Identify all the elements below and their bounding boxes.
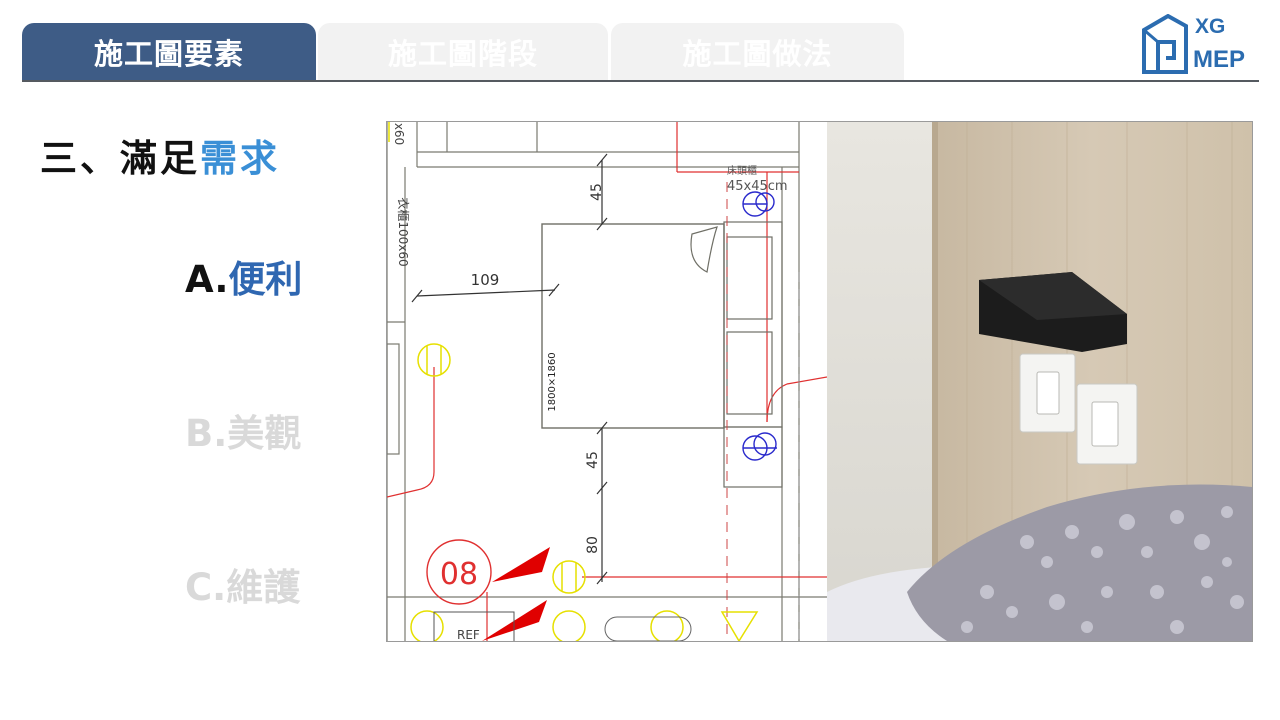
power-outlet-icon: [1036, 371, 1060, 415]
bedside-size-label: 45x45cm: [727, 179, 788, 194]
tag-circle: [426, 539, 492, 605]
pillow: [907, 484, 1252, 641]
dimension-lines: [411, 153, 608, 585]
pillow-fold: [690, 226, 718, 273]
house-logo-icon: [1142, 13, 1188, 74]
dimension-left: 109: [471, 271, 500, 289]
item-maintenance-label: 維護: [226, 566, 301, 609]
section-heading: 三、滿足需求: [40, 128, 280, 182]
item-convenience-label: 便利: [228, 258, 303, 301]
logo-text-xg: XG: [1195, 15, 1226, 38]
section-heading-prefix: 三、滿足: [40, 137, 200, 180]
item-convenience-prefix: A.: [185, 258, 229, 301]
bedside-label: 床頭櫃: [727, 164, 757, 177]
tag-number: 08: [440, 557, 478, 592]
light-switch-icon: [1091, 401, 1119, 447]
illustration-panel: 45 109 45 80 衣櫃100x60 x60 1800×1860 床頭櫃 …: [386, 121, 1253, 642]
tab-construction-drawing-stages[interactable]: 施工圖階段: [318, 23, 608, 81]
header-divider: [22, 80, 1259, 82]
tab-construction-drawing-methods[interactable]: 施工圖做法: [611, 23, 904, 81]
logo-text-mep: MEP: [1193, 46, 1246, 73]
bed-outline: [541, 223, 725, 429]
dimension-middle: 45: [585, 451, 601, 469]
xg-mep-logo: XG MEP: [1140, 13, 1252, 76]
bedside-cabinets: [723, 221, 783, 488]
bed-size-label: 1800×1860: [547, 352, 558, 411]
item-maintenance: C.維護: [185, 557, 300, 611]
item-convenience: A.便利: [185, 249, 302, 303]
item-aesthetics-label: 美觀: [227, 412, 302, 455]
floor-plan-drawing: 45 109 45 80 衣櫃100x60 x60 1800×1860 床頭櫃 …: [387, 122, 827, 641]
fridge-box: [433, 611, 515, 641]
headboard-edge: [932, 122, 938, 641]
section-heading-highlight: 需求: [200, 137, 280, 180]
tab-construction-drawing-elements[interactable]: 施工圖要素: [22, 23, 316, 81]
top-left-label: x60: [392, 123, 406, 145]
outlet-symbols: [742, 191, 777, 461]
item-maintenance-prefix: C.: [185, 566, 227, 609]
dimension-bottom: 80: [585, 536, 601, 554]
item-aesthetics-prefix: B.: [185, 412, 228, 455]
dimension-top: 45: [589, 183, 605, 201]
pillow-pattern: [961, 506, 1244, 634]
wardrobe-label: 衣櫃100x60: [396, 197, 411, 266]
ref-label: REF: [457, 628, 480, 641]
pointer-arrow-icon: [492, 547, 550, 582]
item-aesthetics: B.美觀: [185, 403, 301, 457]
yellow-fixtures: [388, 122, 759, 641]
sink-outline: [604, 616, 692, 641]
bedroom-photo: [827, 122, 1252, 641]
circuit-lines: [387, 122, 827, 641]
